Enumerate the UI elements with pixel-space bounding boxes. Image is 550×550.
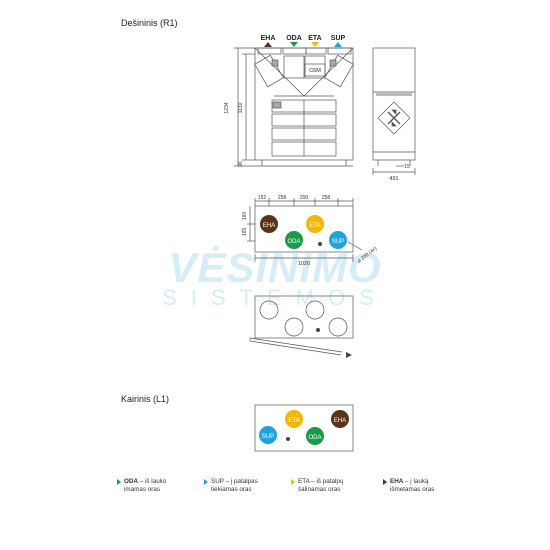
legend-eha-code: EHA (390, 478, 404, 485)
l1-top-view: ETA EHA SUP ODA (254, 404, 354, 452)
dim-top-side-b: 160 (242, 212, 248, 221)
watermark-line1: VĖSINIMO (168, 244, 381, 291)
l1-port-eha-circle (331, 410, 349, 428)
legend-eta-text2: šalinamas oras (298, 486, 341, 493)
dim-height-total: 1234 (224, 102, 230, 113)
legend-oda: ODA – iš lauko imamas oras (117, 478, 167, 494)
legend-eta-arrow-icon (291, 479, 295, 485)
label-sup: SUP (331, 35, 346, 42)
top-sup-text: SUP (332, 239, 344, 245)
legend-sup-arrow-icon (204, 479, 208, 485)
legend-sup-text1: – į patalpas (223, 478, 258, 485)
port-eta-circle (306, 215, 324, 233)
dim-top-w1: 152 (258, 195, 267, 201)
eha-arrow-icon (264, 42, 272, 47)
l1-outline (254, 404, 354, 452)
bottom-duct-4 (328, 317, 348, 337)
label-eta: ETA (308, 35, 321, 42)
dim-top-w4: 258 (322, 195, 331, 201)
dim-height-body: 1130 (238, 102, 244, 113)
unit-label: C6M (309, 68, 321, 74)
dim-top-w2: 258 (278, 195, 287, 201)
right-version-title: Dešininis (R1) (121, 18, 178, 28)
controller-box (304, 63, 326, 77)
legend-eta: ETA – iš patalpų šalinamas oras (291, 478, 344, 494)
sup-arrow-icon (334, 42, 342, 47)
legend-eha-text2: išmetamas oras (390, 486, 435, 493)
l1-eta-text: ETA (288, 418, 299, 424)
legend-sup-text2: tiekiamas oras (211, 486, 252, 493)
label-eha: EHA (261, 35, 276, 42)
l1-port-oda-circle (306, 427, 324, 445)
left-version-title: Kairinis (L1) (121, 394, 170, 404)
top-view (247, 198, 363, 262)
drain-dot (318, 242, 322, 246)
l1-sup-text: SUP (262, 434, 274, 440)
legend-oda-code: ODA (124, 478, 138, 485)
legend-eta-code: ETA (298, 478, 310, 485)
side-view (372, 47, 416, 175)
legend-sup: SUP – į patalpas tiekiamas oras (204, 478, 258, 494)
dim-depth: 491 (389, 176, 398, 182)
legend-eha: EHA – į lauką išmetamas oras (383, 478, 435, 494)
port-oda-circle (285, 231, 303, 249)
dim-height-feet: 96 (238, 161, 244, 167)
front-view (234, 42, 354, 167)
port-eha-circle (260, 215, 278, 233)
bottom-duct-1 (259, 300, 279, 320)
port-sup-circle (329, 231, 347, 249)
legend-oda-text2: imamas oras (124, 486, 161, 493)
l1-port-eta-circle (285, 410, 303, 428)
legend-sup-code: SUP (211, 478, 224, 485)
dim-top-side-a: 165 (242, 228, 248, 237)
legend-eha-arrow-icon (383, 479, 387, 485)
oda-arrow-icon (290, 42, 298, 47)
top-view-outline (254, 205, 354, 253)
bottom-view-outline (254, 295, 354, 339)
dim-depth-small: 15 (404, 164, 410, 170)
legend-eha-text1: – į lauką (403, 478, 429, 485)
dim-top-length: 1020 (298, 261, 310, 267)
side-body-outline (372, 47, 416, 161)
legend-eta-text1: – iš patalpų (309, 478, 344, 485)
bottom-duct-2 (284, 317, 304, 337)
l1-eha-text: EHA (334, 418, 346, 424)
watermark-line2: SISTEMOS (162, 285, 388, 310)
label-oda: ODA (286, 35, 302, 42)
open-door-view (249, 295, 354, 358)
l1-port-sup-circle (259, 426, 277, 444)
legend-oda-text1: – iš lauko (138, 478, 167, 485)
top-view-ports: EHA ODA ETA SUP (260, 215, 347, 249)
dim-top-w3: 200 (300, 195, 309, 201)
bottom-view-arrow-icon (346, 352, 352, 358)
watermark: VĖSINIMO SISTEMOS (162, 244, 388, 310)
bottom-duct-3 (305, 300, 325, 320)
exchanger-diamond (377, 101, 411, 135)
top-eha-text: EHA (263, 223, 275, 229)
l1-drain-dot (286, 437, 290, 441)
eta-arrow-icon (311, 42, 319, 47)
top-eta-text: ETA (309, 223, 320, 229)
top-oda-text: ODA (287, 239, 300, 245)
legend-oda-arrow-icon (117, 479, 121, 485)
l1-oda-text: ODA (308, 435, 321, 441)
